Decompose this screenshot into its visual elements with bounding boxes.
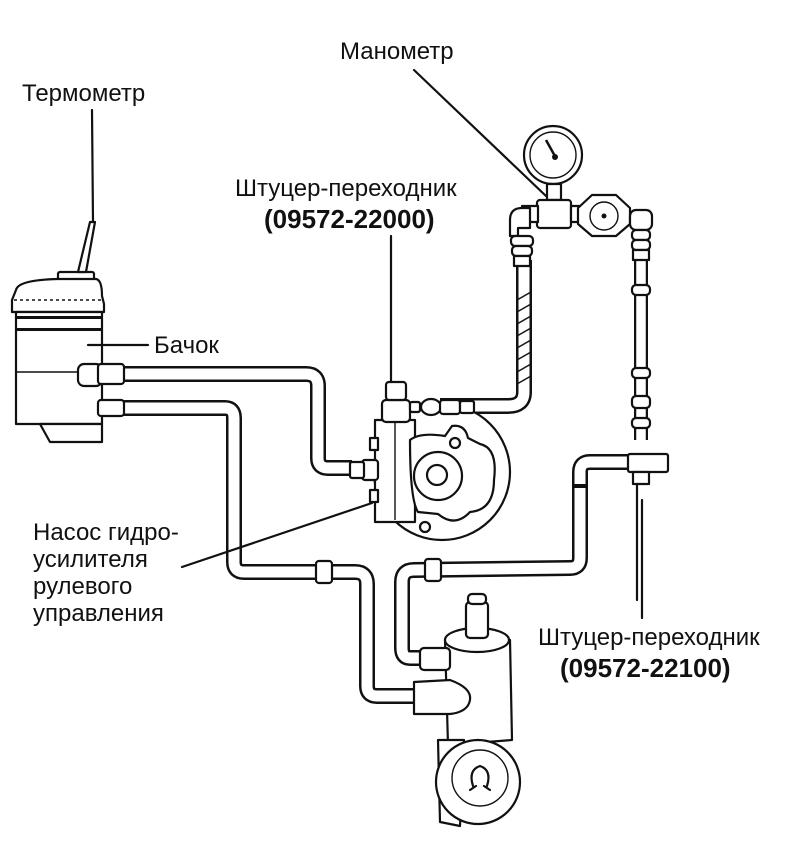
adapter-top-part-label: (09572-22000) (264, 204, 435, 234)
thermometer-label: Термометр (22, 80, 146, 107)
pressure-gauge-label: Манометр (340, 38, 454, 65)
thermometer-leader (90, 108, 95, 224)
right-hose-fittings (626, 283, 670, 486)
power-steering-pump (348, 380, 512, 542)
pipe-gearbox-to-adapter (394, 454, 628, 666)
adapter-bottom-part-label: (09572-22100) (560, 653, 731, 683)
pump-label-line-1: Насос гидро- (33, 519, 179, 546)
pump-leader (180, 501, 374, 569)
thermometer (76, 108, 97, 274)
pipe-reservoir-to-gearbox (120, 400, 420, 704)
reservoir-label: Бачок (154, 332, 219, 359)
pump-label-line-4: управления (33, 600, 164, 627)
pump-label-line-3: рулевого (33, 573, 133, 600)
hose-pump-to-gauge (440, 260, 532, 414)
pipe-sleeves (314, 484, 588, 585)
pump-label-line-2: усилителя (33, 546, 148, 573)
adapter-bottom-name-label: Штуцер-переходник (538, 624, 760, 651)
steering-gearbox (412, 592, 522, 828)
pressure-gauge-assembly (508, 124, 654, 268)
pipe-reservoir-to-pump (120, 366, 352, 476)
reservoir (10, 270, 126, 444)
hose-spiral-marks (516, 291, 532, 385)
adapter-top-name-label: Штуцер-переходник (235, 175, 457, 202)
pressure-gauge-leader (412, 68, 548, 198)
